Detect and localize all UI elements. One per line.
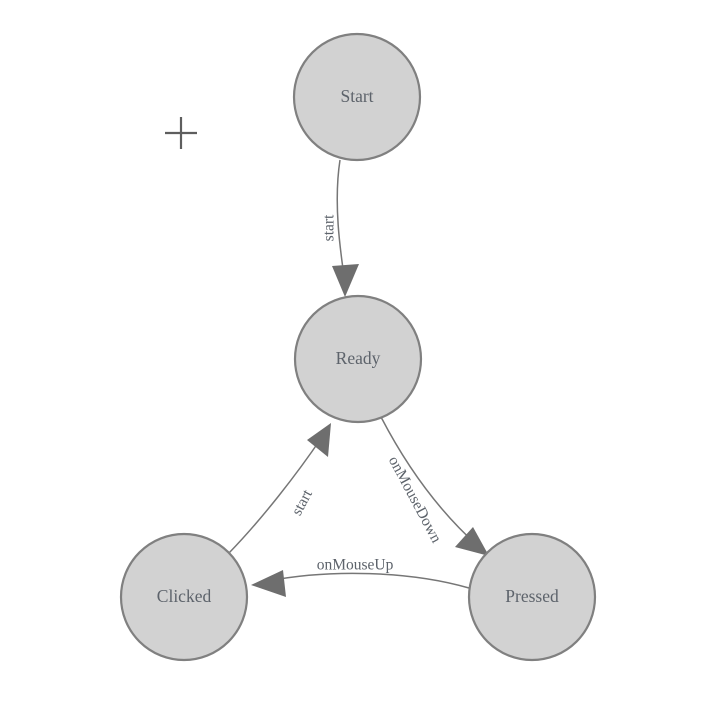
edge-label-ready-to-pressed: onMouseDown <box>385 453 445 546</box>
edge-arrowhead-start-to-ready <box>332 264 359 297</box>
edge-arrowhead-clicked-to-ready <box>307 423 331 457</box>
state-node-start-circle <box>292 32 422 162</box>
edge-pressed-to-clicked[interactable]: onMouseUp <box>251 557 470 597</box>
state-node-ready[interactable]: Ready <box>293 294 423 424</box>
edge-label-clicked-to-ready: start <box>288 486 316 518</box>
edge-arrowhead-pressed-to-clicked <box>251 570 286 597</box>
edge-line-pressed-to-clicked <box>267 572 470 589</box>
edge-line-ready-to-pressed <box>380 416 479 547</box>
edge-line-start-to-ready <box>336 159 346 284</box>
edge-ready-to-pressed[interactable]: onMouseDown <box>380 416 489 556</box>
state-node-clicked[interactable]: Clicked <box>119 532 249 662</box>
state-node-pressed-circle <box>467 532 597 662</box>
edge-arrowhead-ready-to-pressed <box>455 527 489 556</box>
edge-line-clicked-to-ready <box>228 436 323 554</box>
edge-label-pressed-to-clicked: onMouseUp <box>317 557 394 574</box>
crosshair-icon[interactable] <box>165 117 197 149</box>
state-node-ready-circle <box>293 294 423 424</box>
state-node-pressed[interactable]: Pressed <box>467 532 597 662</box>
edge-clicked-to-ready[interactable]: start <box>228 423 331 554</box>
state-node-start[interactable]: Start <box>292 32 422 162</box>
edge-start-to-ready[interactable]: start <box>321 159 359 297</box>
state-node-clicked-circle <box>119 532 249 662</box>
edge-label-start-to-ready: start <box>321 214 338 241</box>
